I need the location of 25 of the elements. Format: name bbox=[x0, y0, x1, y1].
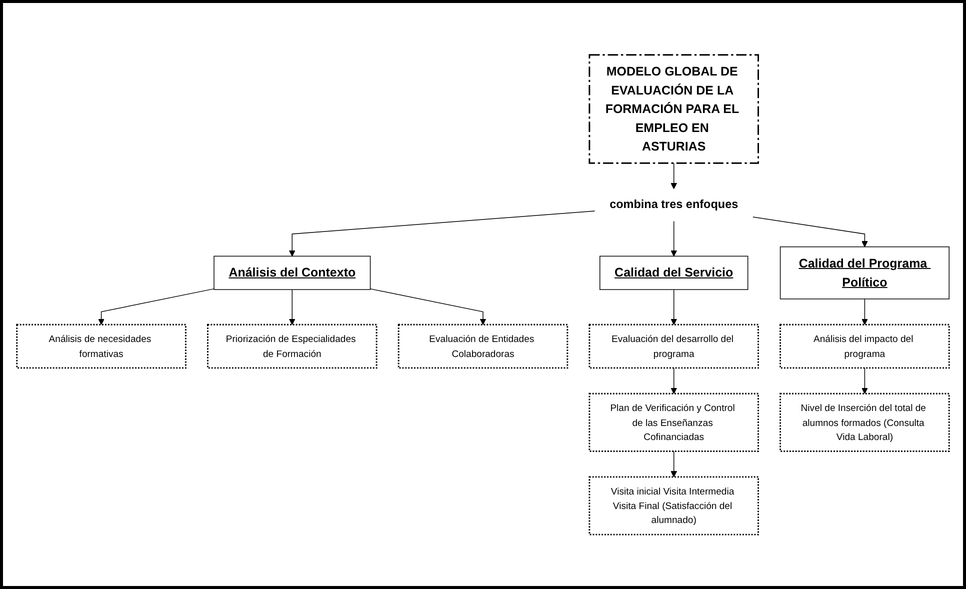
arrow bbox=[670, 289, 678, 325]
arrow bbox=[670, 220, 678, 256]
arrow bbox=[98, 288, 214, 325]
node-box bbox=[398, 324, 568, 368]
arrow bbox=[670, 450, 678, 478]
node-box bbox=[588, 392, 759, 452]
node-box bbox=[588, 54, 759, 164]
arrow bbox=[861, 298, 868, 325]
arrow bbox=[288, 210, 596, 256]
node-box bbox=[588, 476, 759, 536]
arrow bbox=[861, 367, 868, 394]
node-text: combina tres enfoques bbox=[610, 198, 738, 211]
arrow bbox=[752, 216, 868, 247]
node-box bbox=[16, 324, 186, 368]
node-box bbox=[780, 246, 950, 300]
arrow bbox=[370, 288, 486, 325]
node-box bbox=[214, 256, 371, 290]
node-box bbox=[600, 256, 748, 290]
node-box bbox=[588, 324, 759, 368]
arrow bbox=[288, 289, 296, 325]
node-box bbox=[780, 392, 950, 452]
node-box bbox=[780, 324, 950, 368]
node-box bbox=[207, 324, 378, 368]
arrow bbox=[670, 162, 678, 189]
arrow bbox=[670, 367, 678, 394]
